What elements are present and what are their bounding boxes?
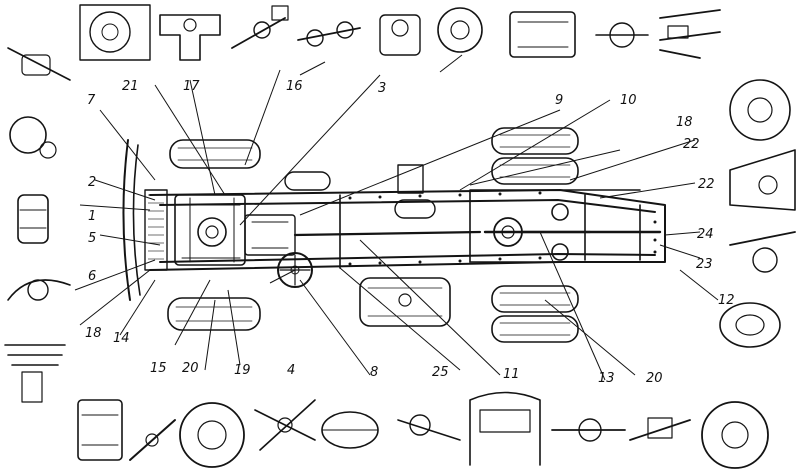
callout-18-left: 18	[85, 326, 102, 341]
detail-drag-link	[297, 21, 361, 47]
detail-oil-filter	[17, 194, 49, 244]
detail-air-chamber	[321, 411, 379, 449]
detail-intermediate-support	[629, 417, 691, 441]
callout-8: 8	[370, 365, 378, 380]
detail-balancer	[729, 149, 796, 211]
callout-15: 15	[150, 361, 167, 376]
detail-shaft	[659, 9, 721, 59]
detail-spring-pin-front	[7, 279, 71, 301]
detail-cab-hinge	[469, 391, 541, 466]
callout-25: 25	[432, 365, 449, 380]
detail-distributor	[379, 14, 421, 56]
chassis-top-view	[122, 127, 666, 343]
detail-front-wheel	[179, 402, 245, 468]
callout-5: 5	[88, 231, 96, 246]
detail-steering-column	[129, 419, 176, 461]
detail-reactive-rod	[729, 231, 796, 273]
callout-9: 9	[555, 93, 563, 108]
detail-brake-cam	[397, 414, 461, 441]
detail-universal-joint	[595, 22, 649, 48]
callout-18-top: 18	[676, 115, 693, 130]
callout-19: 19	[234, 363, 251, 378]
detail-spring-bracket	[254, 399, 316, 451]
detail-rear-wheel	[701, 401, 769, 469]
callout-10: 10	[620, 93, 637, 108]
callout-20-left: 20	[182, 361, 199, 376]
callout-7: 7	[87, 93, 96, 108]
callout-17: 17	[183, 79, 200, 94]
detail-tie-rod-end	[231, 5, 289, 49]
callout-numbers: 1 2 3 4 5 6 7 8 9 10 11 12 13 14 15 16 1…	[85, 79, 735, 386]
callout-22-middle: 22	[698, 177, 715, 192]
detail-kingpin	[77, 399, 123, 461]
detail-views	[4, 4, 796, 469]
callout-13: 13	[598, 371, 615, 386]
callout-24: 24	[697, 227, 714, 242]
detail-brake-drum	[79, 4, 151, 61]
detail-spring-seat	[719, 302, 781, 348]
detail-rear-hub	[729, 79, 791, 141]
callout-11: 11	[503, 367, 520, 382]
callout-21: 21	[122, 79, 139, 94]
detail-spring-shackle	[7, 47, 71, 81]
leader-lines	[74, 54, 719, 381]
callout-22-top: 22	[683, 137, 700, 152]
callout-3: 3	[378, 81, 386, 96]
callout-6: 6	[88, 269, 96, 284]
callout-12: 12	[718, 293, 735, 308]
detail-water-pump	[437, 7, 483, 53]
callout-20-right: 20	[646, 371, 663, 386]
callout-4: 4	[287, 363, 295, 378]
callout-14: 14	[113, 331, 130, 346]
callout-1: 1	[88, 209, 96, 224]
detail-fan-belt	[9, 116, 57, 159]
detail-cardan-joint	[551, 418, 626, 442]
detail-steering-knuckle	[159, 14, 221, 61]
callout-16: 16	[286, 79, 303, 94]
detail-spring-leaf	[4, 344, 66, 403]
callout-2: 2	[88, 175, 96, 190]
detail-gearbox	[509, 11, 576, 58]
callout-23: 23	[696, 257, 713, 272]
